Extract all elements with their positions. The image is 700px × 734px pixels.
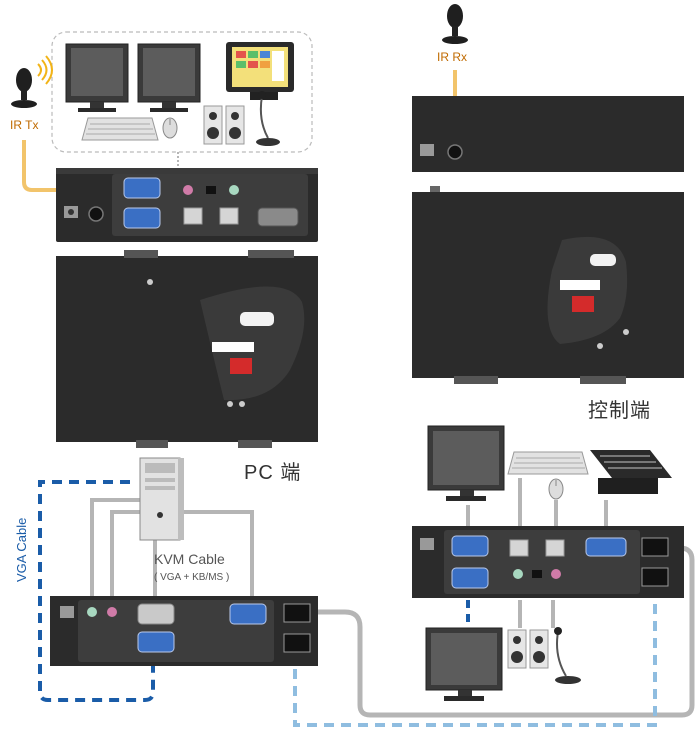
kvm-cable-to-audio-2 [110, 510, 140, 600]
console-side-label: 控制端 [588, 398, 651, 422]
rs232-port-icon [229, 603, 267, 625]
computer-unit-front [50, 596, 318, 666]
console-rj45-port-1-icon [641, 537, 669, 557]
kvm-cable-label: KVM Cable [154, 551, 225, 567]
vga2-port-icon [137, 631, 175, 653]
ir-rx-jack-icon [447, 144, 463, 160]
switch-icon [206, 186, 216, 194]
power-jack-icon [64, 206, 78, 218]
local-mouse [162, 117, 178, 139]
vga-cable-label: VGA Cable [14, 517, 29, 582]
vga-cable-left-loop [38, 480, 155, 702]
local-pos-touchscreen [226, 42, 294, 100]
computer-unit-rear [56, 168, 318, 242]
console-unit-top [412, 186, 684, 384]
kvm-cable-to-audio-1 [90, 498, 140, 600]
speaker-jack-icon [229, 185, 239, 195]
serial-port-icon [257, 207, 299, 227]
rj45-port-1-icon [283, 603, 311, 623]
console-microphone [554, 627, 581, 684]
pc-tower-icon [139, 457, 184, 541]
console-serial-port-icon [585, 537, 627, 557]
console-vga-port-1-icon [451, 535, 489, 557]
console-pos-keyboard [590, 450, 672, 494]
vga-port-1-icon [123, 177, 161, 199]
speaker-jack-front-icon [87, 607, 97, 617]
power-jack-front-icon [60, 606, 74, 618]
local-monitor-1 [65, 43, 129, 112]
usb-port-1-icon [183, 207, 203, 225]
rj45-port-2-icon [283, 633, 311, 653]
console-mouse [548, 478, 564, 500]
mic-jack-icon [183, 185, 193, 195]
local-speakers [203, 105, 245, 145]
pc-local-peripherals-box [51, 31, 313, 153]
ir-tx-jack-icon [88, 206, 104, 222]
ir-rx-label: IR Rx [437, 50, 467, 64]
local-monitor-2 [137, 43, 201, 112]
usb-port-2-icon [219, 207, 239, 225]
cat5-cable-grey [318, 545, 695, 718]
local-keyboard [81, 117, 159, 141]
vga-port-2-icon [123, 207, 161, 229]
ir-tx-sensor-icon [11, 55, 53, 108]
computer-unit-top [56, 250, 318, 448]
console-switch-icon [532, 570, 542, 578]
console-mic-jack-icon [551, 569, 561, 579]
console-unit-front [412, 526, 684, 598]
kvm-cable-sublabel: ( VGA + KB/MS ) [154, 572, 230, 583]
console-speakers [507, 629, 549, 669]
local-microphone [256, 91, 280, 146]
console-usb-port-2-icon [545, 539, 565, 557]
console-monitor-2 [425, 627, 503, 701]
console-monitor-1 [427, 425, 505, 501]
console-rj45-port-2-icon [641, 567, 669, 587]
ir-tx-label: IR Tx [10, 118, 39, 132]
console-speaker-jack-icon [513, 569, 523, 579]
pc-side-label: PC 端 [244, 462, 302, 484]
console-unit-rear [412, 96, 684, 172]
mic-jack-front-icon [107, 607, 117, 617]
kvm-cable-to-serial [180, 510, 254, 600]
kvm-port-icon [137, 603, 175, 625]
console-vga-port-2-icon [451, 567, 489, 589]
console-usb-port-1-icon [509, 539, 529, 557]
console-power-jack-icon [420, 538, 434, 550]
ir-rx-sensor-icon [442, 4, 468, 44]
console-keyboard [507, 451, 589, 475]
